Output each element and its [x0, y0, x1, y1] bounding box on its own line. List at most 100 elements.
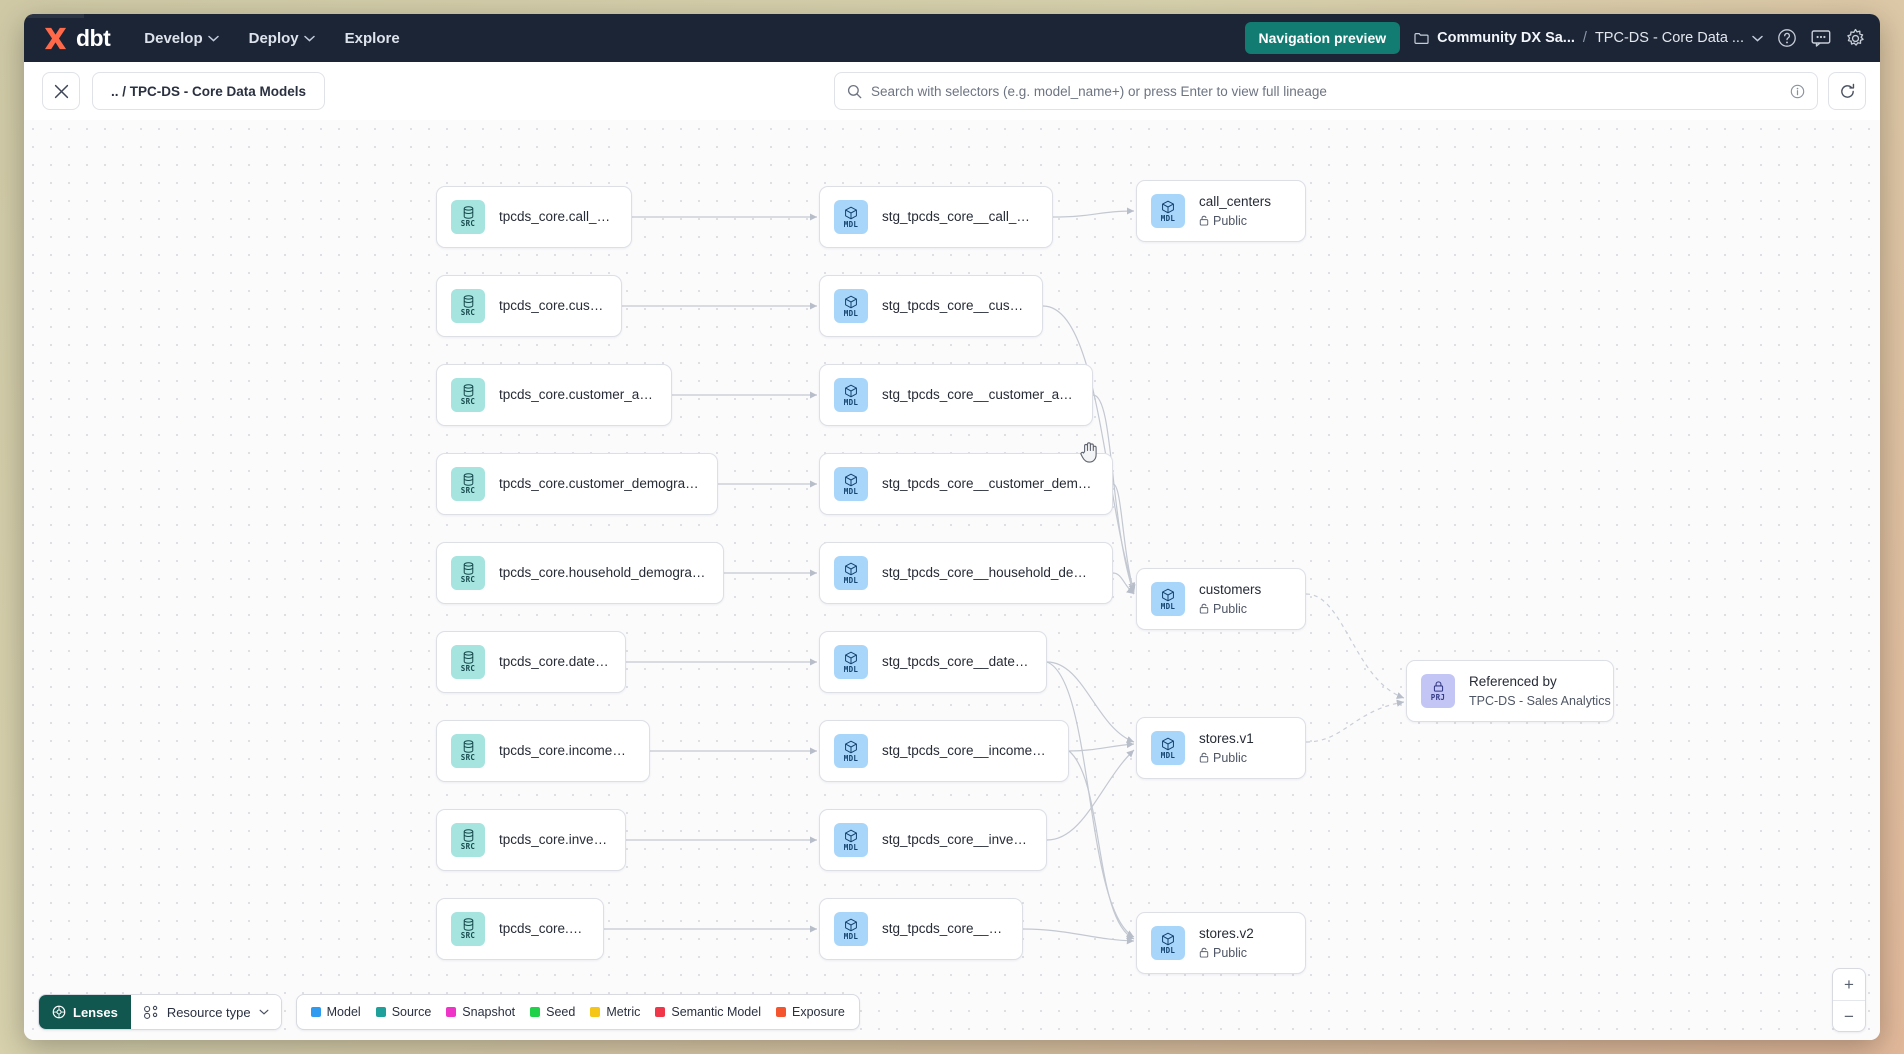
lineage-node-src-customer[interactable]: SRC tpcds_core.customer [436, 275, 622, 337]
node-badge-label: MDL [843, 575, 859, 585]
database-icon [463, 651, 473, 665]
chevron-down-icon[interactable] [1752, 35, 1763, 42]
lineage-node-mdl-stg-customer-address[interactable]: MDL stg_tpcds_core__customer_address [819, 364, 1093, 426]
node-badge-src: SRC [451, 823, 485, 857]
lenses-button[interactable]: Lenses [39, 995, 131, 1029]
lineage-node-src-inventory[interactable]: SRC tpcds_core.inventory [436, 809, 626, 871]
navigation-preview-button[interactable]: Navigation preview [1244, 22, 1401, 54]
database-icon [463, 384, 473, 398]
node-text-group: tpcds_core.customer [499, 298, 605, 315]
help-icon[interactable] [1777, 28, 1797, 48]
legend-swatch [590, 1007, 601, 1017]
node-title: Referenced by [1469, 674, 1557, 690]
node-badge-src: SRC [451, 378, 485, 412]
dbt-logo[interactable]: dbt [42, 25, 111, 52]
lineage-node-src-customer-address[interactable]: SRC tpcds_core.customer_address [436, 364, 672, 426]
legend-item-exposure[interactable]: Exposure [775, 1005, 845, 1019]
info-icon[interactable] [1790, 84, 1805, 99]
legend-item-source[interactable]: Source [375, 1005, 431, 1019]
bottom-left-controls: Lenses Resource type [38, 994, 860, 1030]
node-badge-mdl: MDL [1151, 731, 1185, 765]
node-badge-label: SRC [460, 575, 476, 585]
search-box[interactable] [834, 72, 1818, 110]
node-text-group: stg_tpcds_core__customer_address [882, 387, 1076, 404]
lenses-button-label: Lenses [73, 1004, 118, 1020]
zoom-in-button[interactable]: + [1844, 975, 1854, 994]
node-subtitle-text: TPC-DS - Sales Analytics [1469, 693, 1611, 708]
node-subtitle-text: Public [1213, 945, 1248, 960]
resource-type-icon [143, 1005, 158, 1019]
node-text-group: tpcds_core.inventory [499, 832, 609, 849]
database-icon [463, 740, 473, 754]
node-badge-src: SRC [451, 200, 485, 234]
cube-icon [845, 384, 857, 398]
dbt-x-logo-icon [44, 27, 67, 49]
refresh-button[interactable] [1828, 72, 1866, 110]
node-badge-src: SRC [451, 734, 485, 768]
node-badge-mdl: MDL [834, 289, 868, 323]
breadcrumb-account[interactable]: Community DX Sa... [1437, 30, 1575, 46]
node-text-group: stg_tpcds_core__household_demogr… [882, 565, 1096, 582]
legend-item-seed[interactable]: Seed [530, 1005, 575, 1019]
cube-icon [845, 651, 857, 665]
legend-item-model[interactable]: Model [310, 1005, 361, 1019]
node-text-group: tpcds_core.customer_address [499, 387, 655, 404]
legend-item-snapshot[interactable]: Snapshot [446, 1005, 515, 1019]
legend-label: Seed [546, 1005, 576, 1019]
zoom-controls: + − [1832, 968, 1866, 1032]
node-title: stg_tpcds_core__customer [882, 297, 1026, 313]
lineage-canvas[interactable]: SRCtpcds_core.call_centerSRCtpcds_core.c… [24, 120, 1880, 1040]
cube-icon [1162, 588, 1174, 602]
nav-item-develop[interactable]: Develop [144, 30, 219, 47]
feedback-icon[interactable] [1811, 29, 1831, 47]
lenses-resource-group: Lenses Resource type [38, 994, 282, 1030]
node-text-group: tpcds_core.household_demographics [499, 565, 707, 582]
database-icon [463, 473, 473, 487]
database-icon [463, 918, 473, 932]
node-badge-mdl: MDL [834, 467, 868, 501]
nav-item-explore[interactable]: Explore [345, 30, 400, 47]
nav-item-deploy[interactable]: Deploy [249, 30, 315, 47]
lineage-edges [604, 207, 1405, 945]
lineage-node-src-call-center[interactable]: SRC tpcds_core.call_center [436, 186, 632, 248]
node-text-group: Referenced by TPC-DS - Sales Analytics [1469, 674, 1611, 708]
lock-open-icon [1199, 604, 1209, 614]
node-badge-label: SRC [460, 664, 476, 674]
breadcrumb-pill[interactable]: .. / TPC-DS - Core Data Models [92, 72, 326, 110]
close-lineage-button[interactable] [42, 72, 80, 110]
lock-open-icon [1199, 753, 1209, 763]
node-badge-label: SRC [460, 931, 476, 941]
database-icon [463, 829, 473, 843]
lineage-node-src-household-demographics[interactable]: SRC tpcds_core.household_demographics [436, 542, 724, 604]
legend-item-semantic-model[interactable]: Semantic Model [655, 1005, 761, 1019]
zoom-out-button[interactable]: − [1833, 1000, 1865, 1031]
gear-icon[interactable] [1845, 28, 1866, 49]
breadcrumb-project[interactable]: TPC-DS - Core Data ... [1594, 30, 1744, 46]
node-badge-mdl: MDL [834, 378, 868, 412]
node-badge-label: SRC [460, 308, 476, 318]
node-badge-label: SRC [460, 219, 476, 229]
node-badge-label: MDL [843, 842, 859, 852]
search-input[interactable] [871, 83, 1781, 99]
lineage-node-mdl-stg-customer[interactable]: MDL stg_tpcds_core__customer [819, 275, 1043, 337]
node-title: stores.v1 [1199, 731, 1254, 747]
node-title: tpcds_core.call_center [499, 208, 615, 224]
legend-item-metric[interactable]: Metric [590, 1005, 640, 1019]
resource-type-button[interactable]: Resource type [130, 995, 281, 1029]
lineage-node-mdl-stg-household-demographics[interactable]: MDL stg_tpcds_core__household_demogr… [819, 542, 1113, 604]
